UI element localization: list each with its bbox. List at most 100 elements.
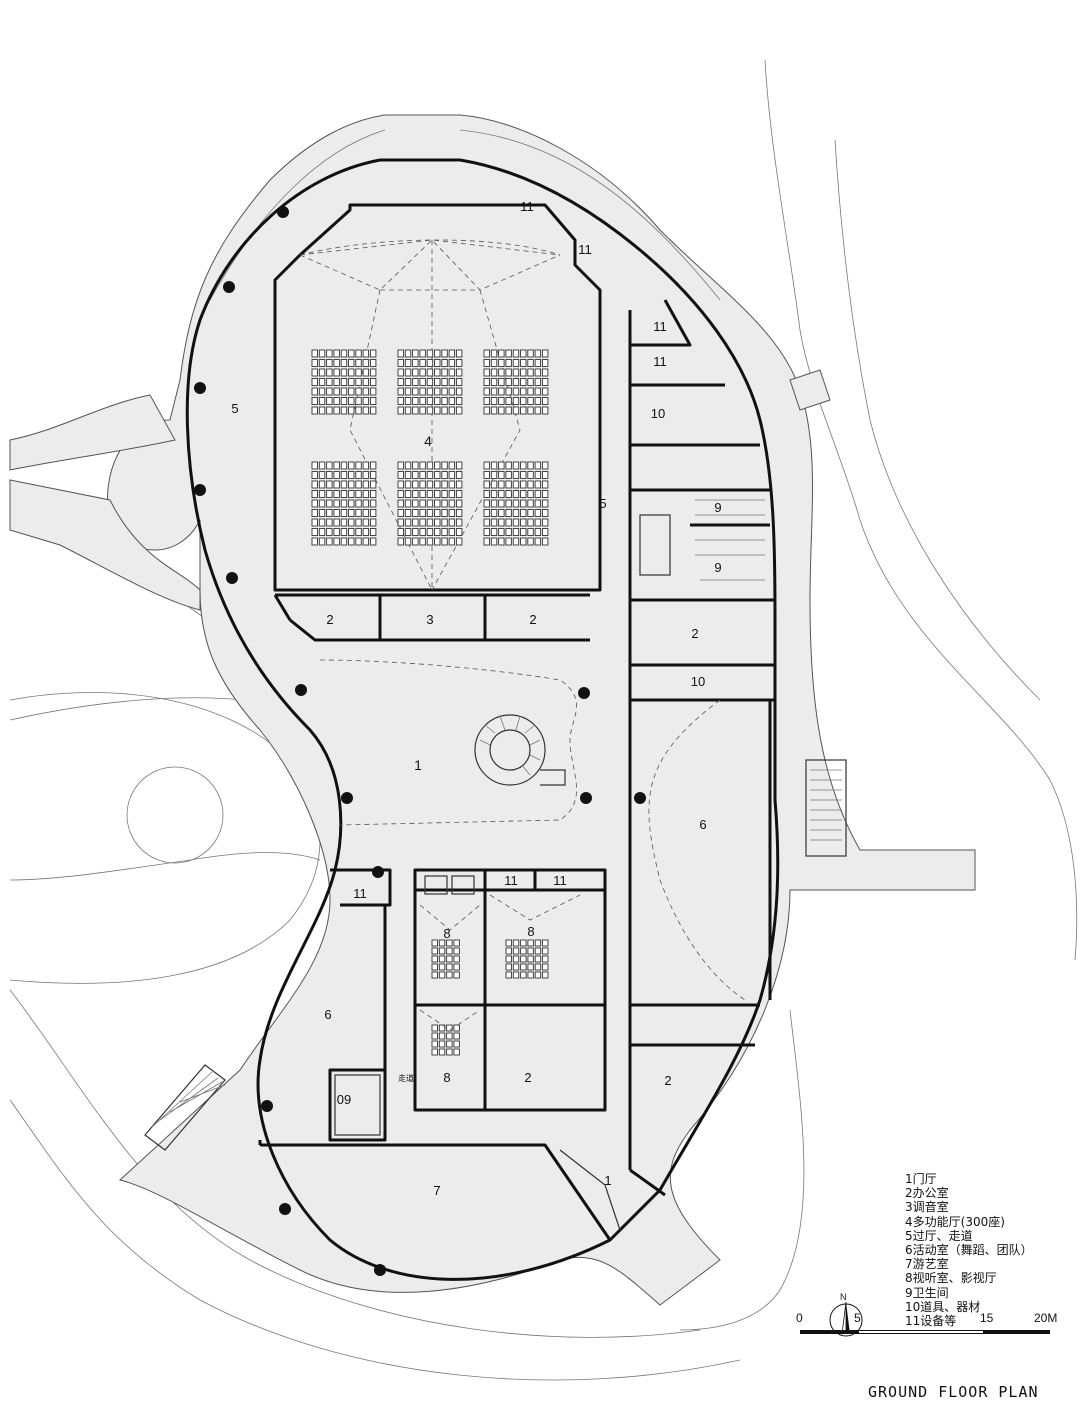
seat [483, 509, 490, 517]
seat [434, 471, 441, 479]
seat [318, 397, 326, 405]
legend-item: 5过厅、走道 [905, 1228, 973, 1243]
seat [441, 397, 448, 405]
seat [397, 397, 404, 405]
seat [505, 947, 512, 955]
seat [498, 480, 505, 489]
column [261, 1100, 273, 1112]
seat [448, 349, 456, 358]
seat [355, 349, 362, 358]
seat [404, 528, 412, 536]
seat [311, 528, 318, 536]
seat [455, 528, 463, 536]
seat [412, 378, 419, 386]
seat [498, 490, 505, 498]
seat [431, 971, 438, 979]
seat [426, 387, 434, 396]
seat [490, 397, 498, 405]
seat [340, 387, 348, 396]
seat [340, 490, 348, 498]
seat [483, 528, 490, 536]
seat [505, 387, 512, 396]
seat [434, 537, 441, 546]
seat [311, 480, 318, 489]
seat [490, 480, 498, 489]
seat [318, 528, 326, 536]
seat [446, 1048, 453, 1056]
room-label-lobby-south: 1 [604, 1173, 611, 1188]
room-label-office-center: 2 [524, 1070, 531, 1085]
seat [412, 359, 419, 367]
seat [505, 368, 512, 377]
seat [369, 387, 377, 396]
seat [534, 368, 542, 377]
seat [412, 518, 419, 527]
seat [397, 387, 404, 396]
seat [448, 368, 456, 377]
seat [455, 406, 463, 415]
seat [512, 490, 520, 498]
seat [527, 368, 534, 377]
seat [426, 406, 434, 415]
room-labels: 1 1 2 3 2 2 2 2 4 5 5 6 6 7 8 8 8 9 9 09… [231, 199, 721, 1198]
seat [404, 359, 412, 367]
seat [498, 537, 505, 546]
seat [534, 537, 542, 546]
scale-tick-15: 15 [980, 1311, 994, 1325]
seat [340, 528, 348, 536]
seat [426, 518, 434, 527]
seat [404, 471, 412, 479]
seat [534, 947, 542, 955]
seat [404, 406, 412, 415]
south-block-rooms [258, 868, 666, 1241]
seat [412, 461, 419, 470]
seat [348, 480, 355, 489]
scale-tick-0: 0 [796, 1311, 803, 1325]
seat [340, 480, 348, 489]
room-label-eq-c1: 11 [504, 873, 518, 888]
seat [448, 480, 456, 489]
seat [490, 461, 498, 470]
seat [505, 955, 512, 963]
seat [534, 406, 542, 415]
seat [455, 509, 463, 517]
seat [431, 939, 438, 947]
seat [369, 406, 377, 415]
seat [340, 461, 348, 470]
seat [333, 406, 340, 415]
seat [483, 359, 490, 367]
seat [441, 528, 448, 536]
seat [534, 963, 542, 971]
seat [397, 490, 404, 498]
seat [441, 406, 448, 415]
seat [434, 518, 441, 527]
seat [505, 939, 512, 947]
seat [448, 490, 456, 498]
column [372, 866, 384, 878]
scale-segment-dark-1 [800, 1330, 858, 1334]
seat [520, 471, 527, 479]
seat [520, 955, 527, 963]
seat [512, 537, 520, 546]
seat [527, 349, 534, 358]
seat [483, 537, 490, 546]
seat [369, 397, 377, 405]
seat [426, 461, 434, 470]
seat [431, 1032, 438, 1040]
seat [404, 368, 412, 377]
seat [542, 963, 549, 971]
seat [369, 490, 377, 498]
legend-item: 2办公室 [905, 1186, 949, 1201]
seat [490, 359, 498, 367]
room-label-hall: 4 [424, 433, 432, 449]
seat [448, 537, 456, 546]
seat [333, 349, 340, 358]
seat [483, 349, 490, 358]
seat [397, 537, 404, 546]
seat [490, 387, 498, 396]
seat [434, 368, 441, 377]
seat [534, 518, 542, 527]
seat [448, 499, 456, 508]
seat [455, 378, 463, 386]
